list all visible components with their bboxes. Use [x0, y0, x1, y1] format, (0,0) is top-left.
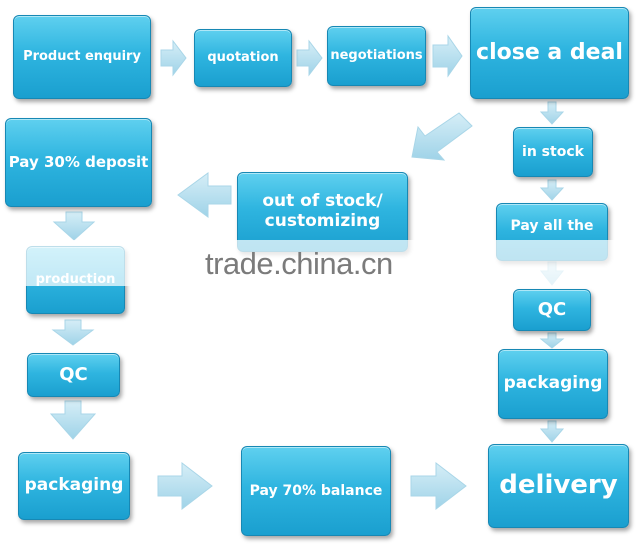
step-label: QC — [537, 298, 567, 320]
step-label: Product enquiry — [23, 48, 141, 64]
step-product-enquiry: Product enquiry — [13, 15, 151, 99]
arrow-qc-to-packaging-right — [539, 332, 565, 349]
arrow-enquiry-to-quotation — [160, 39, 187, 77]
arrow-packaging-to-delivery — [539, 420, 565, 443]
step-label: quotation — [207, 49, 279, 65]
step-label: negotiations — [330, 47, 423, 63]
arrow-qc-to-packaging — [49, 400, 97, 440]
step-quotation: quotation — [194, 29, 292, 87]
step-pay-deposit: Pay 30% deposit — [5, 118, 152, 207]
step-label: packaging — [24, 475, 124, 496]
arrow-deal-to-out-of-stock — [411, 112, 473, 161]
arrow-production-to-qc — [51, 319, 95, 346]
step-qc-left: QC — [27, 353, 120, 397]
arrow-out-of-stock-to-deposit — [177, 172, 232, 218]
step-label: close a deal — [476, 40, 623, 66]
step-label: in stock — [522, 143, 584, 160]
step-out-of-stock: out of stock/ customizing — [237, 172, 408, 252]
arrow-deposit-to-production — [52, 211, 96, 241]
arrow-in-stock-to-pay-all — [539, 179, 565, 201]
step-label: Pay 30% deposit — [8, 152, 149, 171]
step-qc-right: QC — [513, 289, 591, 331]
arrow-balance-to-delivery — [410, 461, 467, 511]
step-in-stock: in stock — [513, 127, 593, 177]
step-label: QC — [59, 363, 88, 385]
step-label: Pay all the — [510, 218, 594, 234]
step-close-a-deal: close a deal — [470, 7, 629, 99]
step-pay-balance: Pay 70% balance — [241, 446, 391, 536]
step-negotiations: negotiations — [327, 26, 426, 86]
watermark-text: trade.china.cn — [205, 246, 393, 281]
arrow-quotation-to-negotiations — [296, 39, 323, 77]
step-delivery: delivery — [488, 444, 629, 528]
step-label: Pay 70% balance — [249, 482, 383, 499]
arrow-negotiations-to-deal — [432, 34, 463, 78]
step-label: out of stock/ customizing — [262, 191, 383, 231]
arrow-deal-to-in-stock — [539, 101, 565, 125]
step-packaging-right: packaging — [498, 349, 608, 419]
step-label: packaging — [503, 373, 603, 394]
step-packaging-left: packaging — [18, 452, 130, 520]
step-label: delivery — [499, 470, 618, 501]
arrow-packaging-to-balance — [157, 461, 213, 511]
watermark-band: trade.china.cn — [0, 240, 638, 286]
